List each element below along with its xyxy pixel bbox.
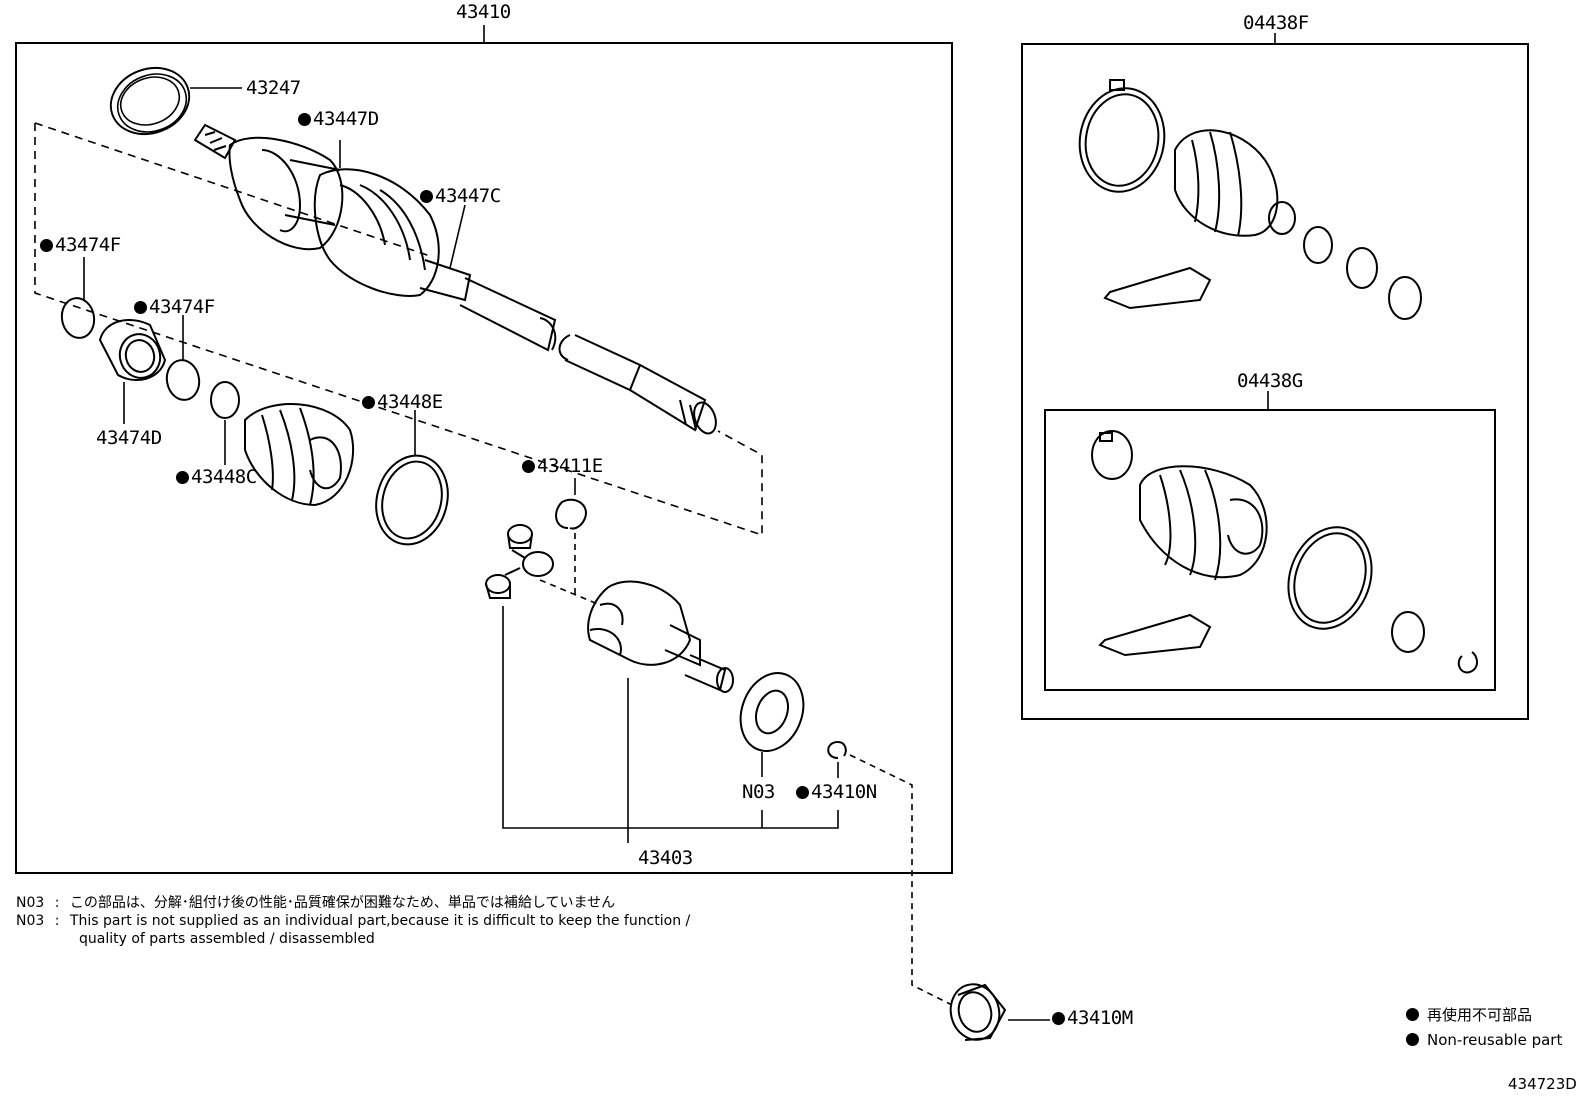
note-separator: : — [54, 895, 60, 911]
non-reusable-dot-icon — [176, 471, 189, 484]
boot-clamp-large-inner — [375, 454, 449, 546]
drive-shaft-outer — [193, 123, 717, 435]
non-reusable-dot-icon — [134, 301, 147, 314]
note-text-japanese: この部品は、分解･組付け後の性能･品質確保が困難なため、単品では補給していません — [69, 895, 616, 911]
inboard-kit-parts — [1091, 430, 1478, 674]
outboard-kit-parts — [1078, 79, 1422, 320]
washer — [739, 672, 805, 752]
non-reusable-dot-icon — [522, 460, 535, 473]
callout-43411E: 43411E — [522, 456, 603, 476]
non-reusable-dot-icon — [1052, 1012, 1065, 1025]
callout-43247: 43247 — [246, 77, 301, 99]
callout-43448C: 43448C — [176, 467, 257, 487]
callout-43474F-right: 43474F — [134, 297, 215, 317]
callout-43410: 43410 — [456, 1, 511, 23]
callout-43448E: 43448E — [362, 392, 443, 412]
snap-ring-tripod — [555, 498, 587, 530]
boot-kit-inboard-frame — [1044, 409, 1496, 691]
snap-ring-left — [60, 297, 96, 339]
non-reusable-dot-icon — [298, 113, 311, 126]
note-text-english-1: This part is not supplied as an individu… — [69, 913, 691, 929]
callout-04438G: 04438G — [1237, 370, 1303, 392]
inboard-joint — [587, 580, 734, 693]
callout-43410N: 43410N — [796, 782, 877, 802]
inner-boot — [244, 403, 355, 507]
note-n03-english: N03 : This part is not supplied as an in… — [16, 913, 690, 930]
legend-dot-icon — [1406, 1008, 1419, 1021]
callout-43410M: 43410M — [1052, 1008, 1133, 1028]
callout-43447D: 43447D — [298, 109, 379, 129]
legend-dot-icon — [1406, 1033, 1419, 1046]
note-separator: : — [54, 913, 60, 929]
legend-japanese: 再使用不可部品 — [1406, 1006, 1532, 1024]
snap-ring-right — [165, 359, 201, 401]
tripod — [485, 524, 554, 599]
callout-N03: N03 — [742, 781, 775, 803]
dust-seal — [109, 66, 191, 136]
callout-43447C: 43447C — [420, 186, 501, 206]
non-reusable-dot-icon — [40, 239, 53, 252]
note-n03-english-cont: quality of parts assembled / disassemble… — [79, 931, 375, 948]
non-reusable-dot-icon — [362, 396, 375, 409]
assembly-frame — [15, 42, 953, 874]
non-reusable-dot-icon — [420, 190, 433, 203]
note-n03-japanese: N03 : この部品は、分解･組付け後の性能･品質確保が困難なため、単品では補給… — [16, 895, 615, 912]
callout-04438F: 04438F — [1243, 12, 1309, 34]
figure-id: 434723D — [1508, 1075, 1577, 1093]
dashed-group-outline — [34, 123, 763, 537]
callout-43474F-left: 43474F — [40, 235, 121, 255]
callout-43474D: 43474D — [96, 427, 162, 449]
note-code: N03 — [16, 895, 45, 911]
boot-clamp-small-inner — [210, 381, 240, 419]
shaft-seal — [949, 983, 1007, 1041]
damper — [98, 319, 167, 381]
note-code: N03 — [16, 913, 45, 929]
callout-43403: 43403 — [638, 847, 693, 869]
legend-english: Non-reusable part — [1406, 1031, 1562, 1049]
hole-snap-ring — [827, 740, 847, 759]
note-text-english-2: quality of parts assembled / disassemble… — [79, 931, 375, 947]
non-reusable-dot-icon — [796, 786, 809, 799]
